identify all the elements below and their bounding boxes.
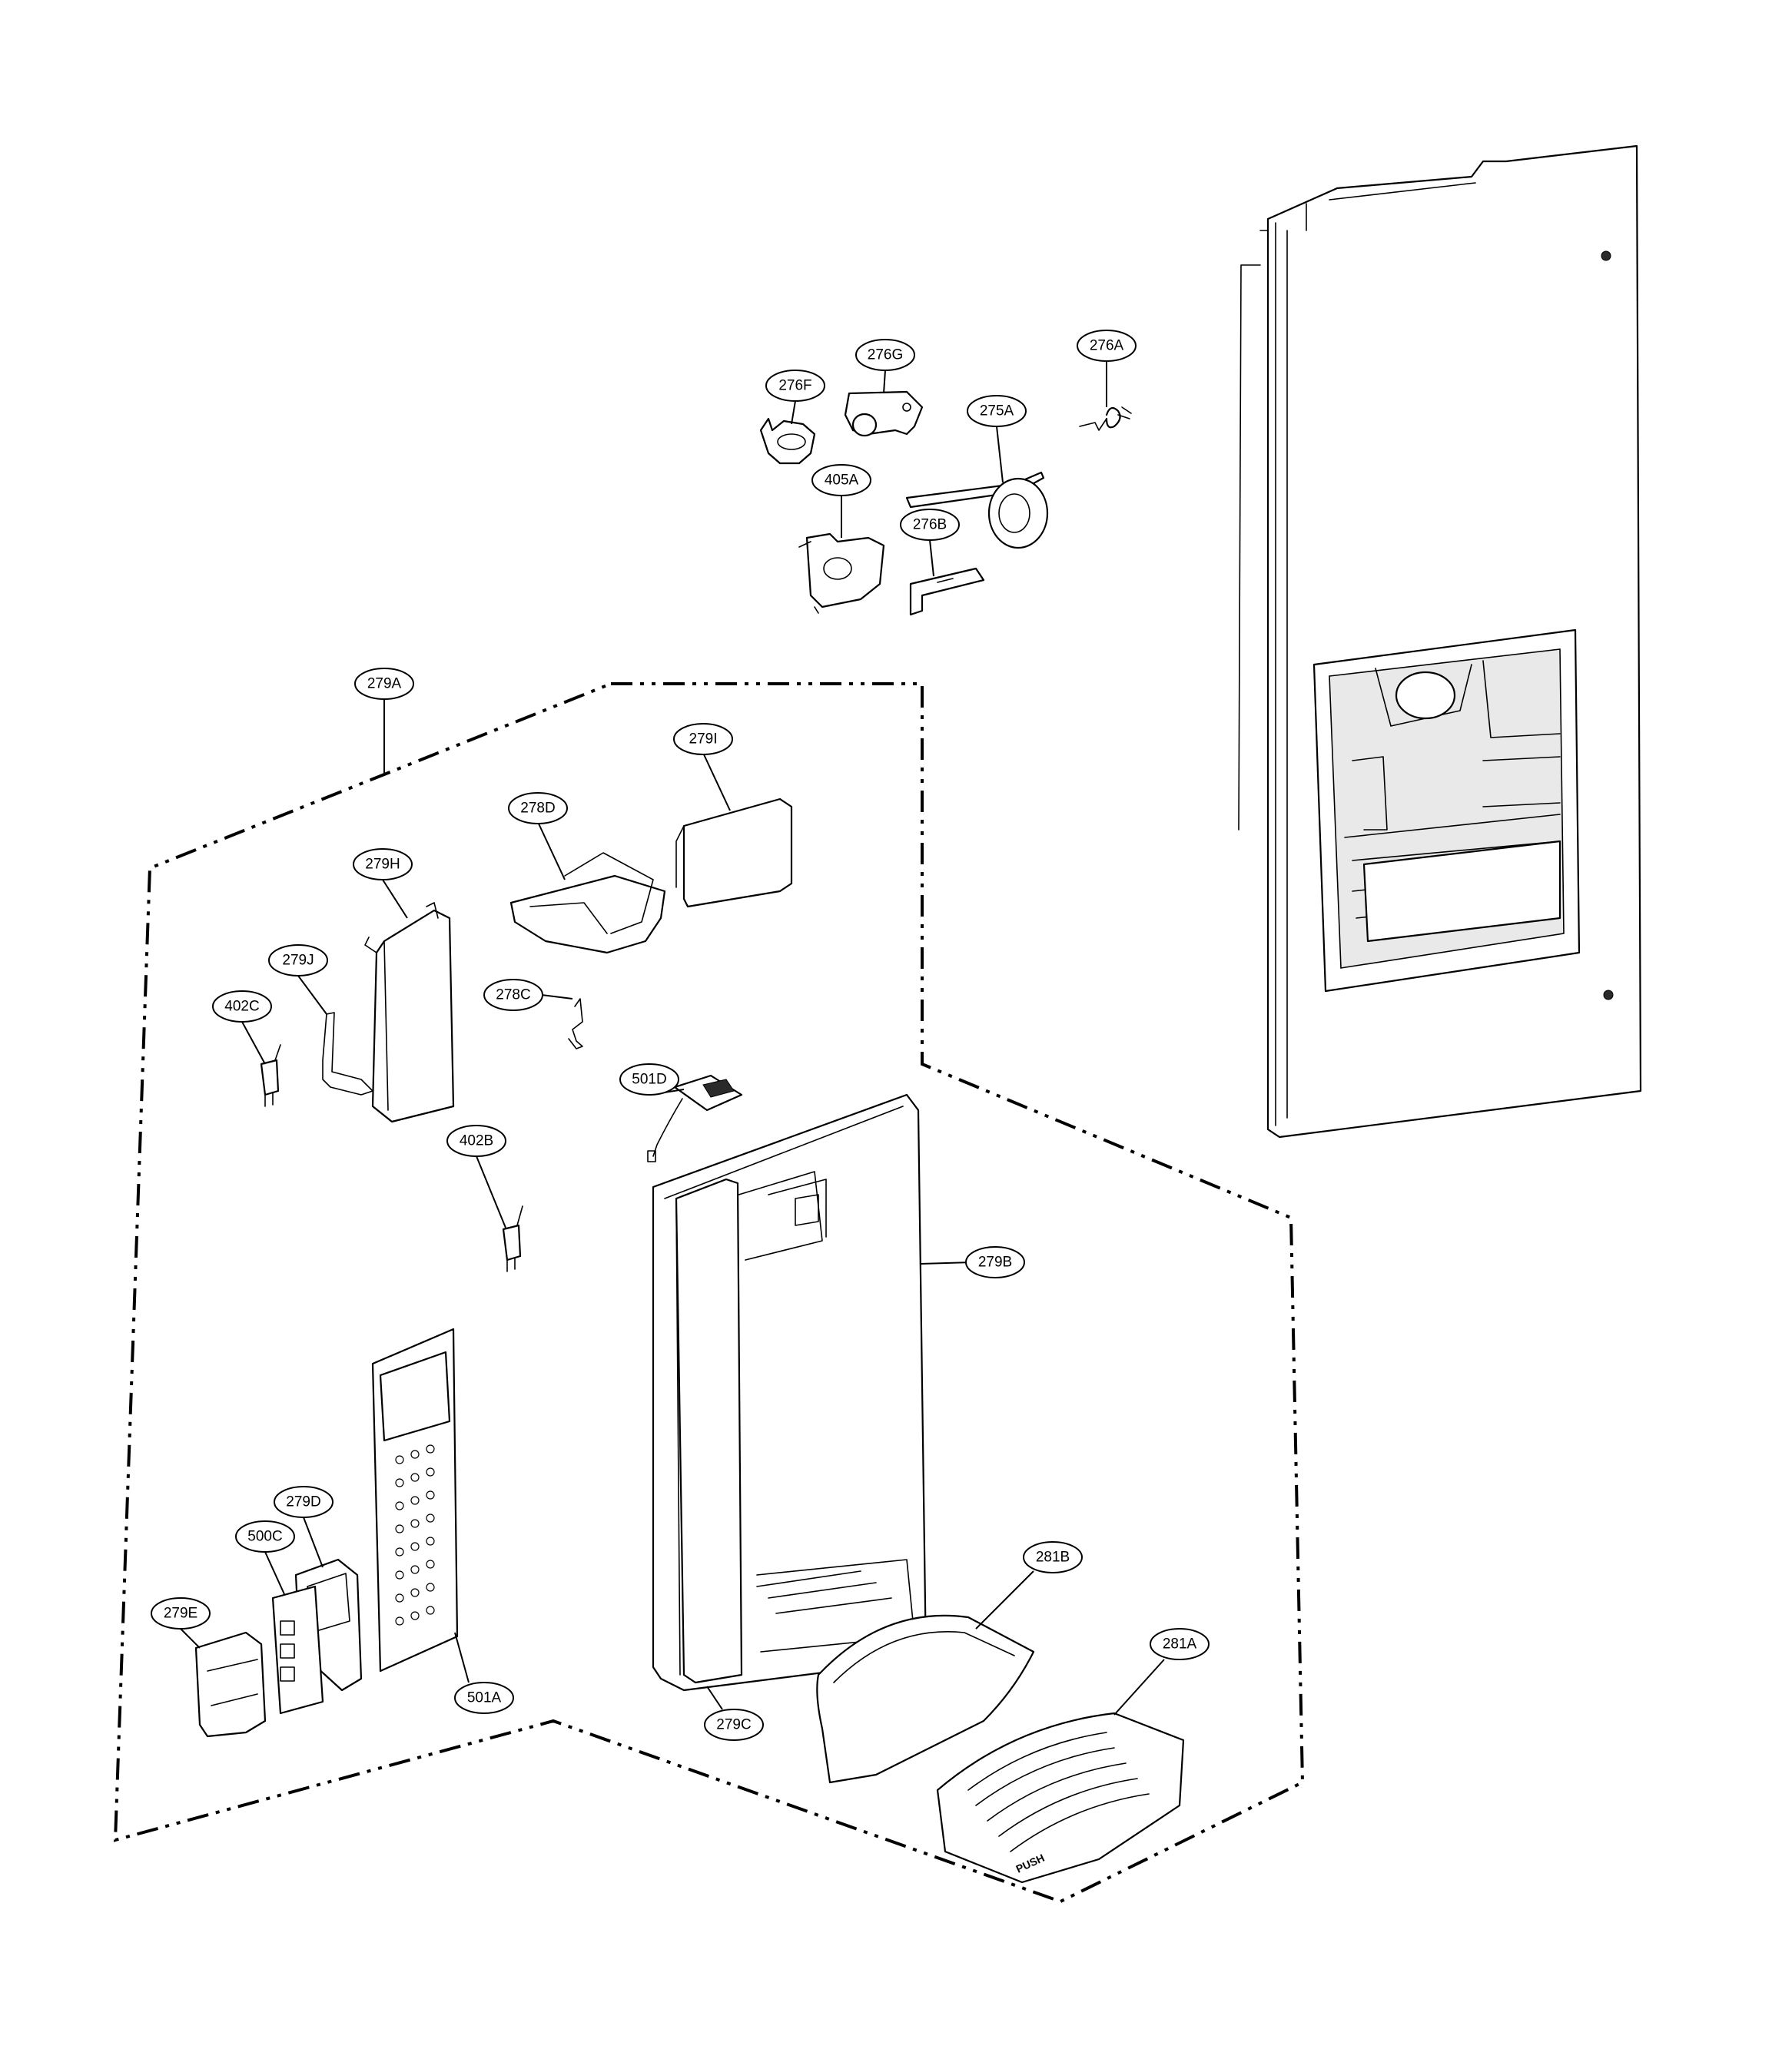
part-275A-lever (905, 471, 1049, 549)
callout-label-501D: 501D (632, 1072, 666, 1088)
part-501A-control-board (371, 1328, 459, 1673)
leader-lines (180, 361, 1165, 1716)
callout-label-279E: 279E (164, 1606, 197, 1622)
callout-275A: 275A (967, 395, 1027, 427)
callout-279E: 279E (151, 1597, 211, 1630)
button-dot-grid (395, 1444, 435, 1626)
callout-label-402C: 402C (224, 999, 259, 1015)
part-402B-switch (502, 1205, 523, 1272)
callout-label-276A: 276A (1090, 338, 1124, 354)
door-panel (1238, 144, 1642, 1139)
part-402C-switch (260, 1044, 281, 1107)
callout-label-279I: 279I (689, 731, 718, 748)
callout-279C: 279C (704, 1709, 764, 1741)
part-281B-tray (816, 1614, 1035, 1784)
callout-279D: 279D (274, 1486, 334, 1518)
callout-278D: 278D (508, 792, 568, 824)
callout-276B: 276B (900, 509, 960, 541)
callout-label-278D: 278D (520, 801, 555, 817)
callout-276G: 276G (855, 339, 915, 371)
callout-label-279B: 279B (978, 1255, 1012, 1271)
callout-label-278C: 278C (496, 987, 530, 1003)
callout-label-279C: 279C (716, 1717, 751, 1733)
callout-276F: 276F (765, 370, 825, 402)
callout-label-405A: 405A (825, 472, 859, 489)
part-276F-cam (759, 417, 816, 465)
callout-279I: 279I (673, 723, 733, 755)
part-279E-cover (194, 1631, 267, 1738)
callout-279J: 279J (268, 944, 328, 976)
kit-279A-boundary (113, 682, 1305, 1904)
callout-label-276B: 276B (913, 517, 947, 533)
callout-label-275A: 275A (980, 403, 1014, 419)
callout-278C: 278C (483, 979, 543, 1011)
callout-281A: 281A (1150, 1628, 1210, 1660)
callout-label-500C: 500C (247, 1529, 282, 1545)
callout-276A: 276A (1077, 330, 1137, 362)
part-279J-lever (322, 1012, 373, 1096)
part-276B-bracket (909, 567, 985, 616)
callout-label-281A: 281A (1163, 1636, 1197, 1653)
part-279H-housing (364, 902, 455, 1123)
callout-label-276F: 276F (778, 378, 811, 394)
callout-279B: 279B (965, 1246, 1025, 1278)
callout-402C: 402C (212, 990, 272, 1023)
part-276G-bracket (844, 390, 924, 437)
callout-label-279H: 279H (365, 857, 400, 873)
part-281A-grille: PUSH (936, 1712, 1185, 1884)
part-278D-chute (509, 852, 666, 954)
callout-402B: 402B (446, 1125, 506, 1157)
callout-label-279J: 279J (282, 953, 314, 969)
callout-label-276G: 276G (868, 347, 903, 363)
callout-label-501A: 501A (467, 1690, 502, 1706)
callout-405A: 405A (811, 464, 871, 496)
callout-label-281B: 281B (1036, 1550, 1070, 1566)
callout-281B: 281B (1023, 1541, 1083, 1573)
part-501D-board (647, 1074, 743, 1162)
callout-501D: 501D (619, 1063, 679, 1096)
callout-279A: 279A (354, 668, 414, 700)
callout-label-402B: 402B (460, 1133, 493, 1149)
part-278C-clip (568, 998, 583, 1049)
part-279C-panel (675, 1178, 743, 1684)
callout-label-279D: 279D (286, 1494, 320, 1510)
part-405A-motor (798, 532, 885, 614)
part-500C-board (271, 1585, 324, 1715)
part-276A-spring (1079, 406, 1132, 431)
part-279I-cover (675, 797, 793, 908)
callout-500C: 500C (235, 1520, 295, 1553)
callout-label-279A: 279A (367, 676, 402, 692)
callout-279H: 279H (353, 848, 413, 880)
callout-501A: 501A (454, 1682, 514, 1714)
